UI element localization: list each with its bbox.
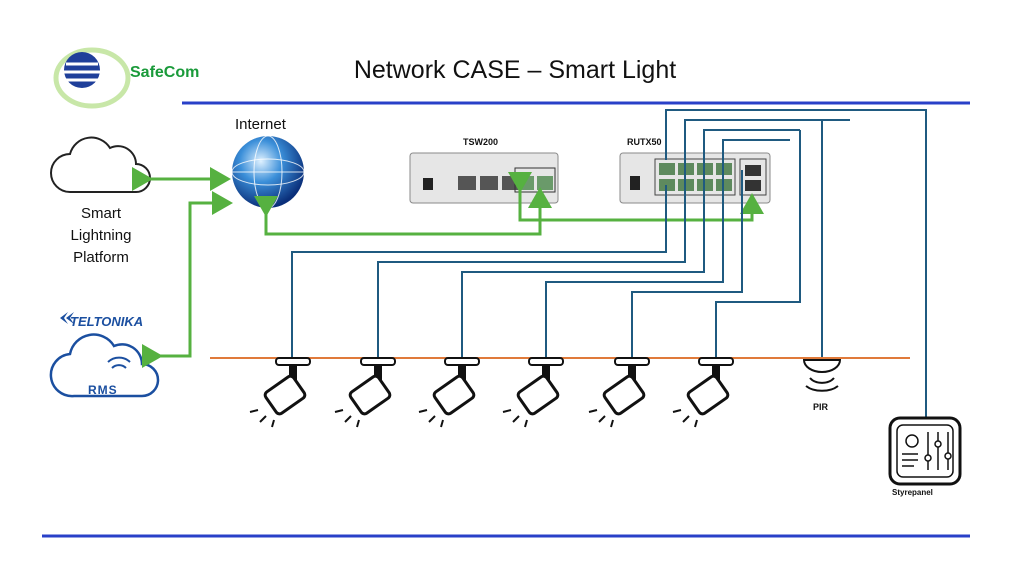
rms-label: RMS [88,383,118,397]
teltonika-label: TELTONIKA [70,314,144,329]
green-links [132,167,764,368]
ethernet-cables [291,109,927,418]
safecom-logo-icon [53,47,131,109]
spotlight-icon [588,357,650,428]
teltonika-logo-icon [60,312,74,324]
platform-label-line: Lightning [70,227,132,244]
platform-label-line: Platform [73,249,129,266]
pir-label: PIR [813,402,829,412]
page-title: Network CASE – Smart Light [353,56,677,84]
tsw200-switch-device [409,152,559,204]
platform-label-line: Smart [80,205,121,222]
spotlight-icon [502,357,564,428]
platform-label: Smart Lightning Platform [56,203,146,269]
pir-sensor-icon [802,359,842,392]
spotlight-icon [672,357,734,428]
spotlight-icon [249,357,311,428]
spotlight-icon [418,357,480,428]
control-panel-icon [888,416,962,486]
spotlight-icon [334,357,396,428]
internet-label: Internet [235,116,286,133]
cloud-icon [50,136,151,193]
switch-label: TSW200 [463,137,499,147]
globe-icon [231,135,305,209]
logo-brand: SafeCom [130,64,200,81]
rms-cloud-icon [49,333,160,398]
router-label: RUTX50 [627,137,662,147]
control-panel-label: Styrepanel [892,488,933,497]
rutx50-router-device [619,152,771,204]
